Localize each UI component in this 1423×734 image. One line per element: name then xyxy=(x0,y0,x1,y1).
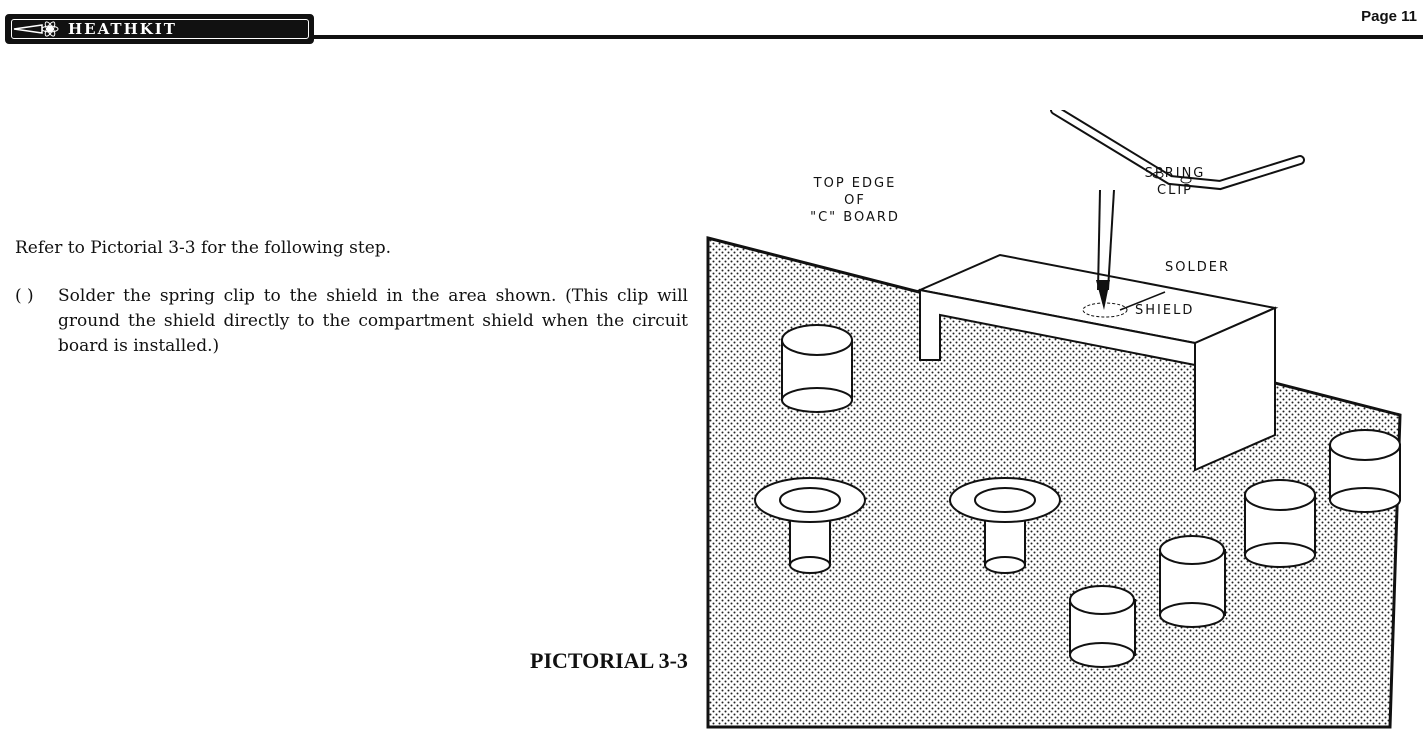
coil-can xyxy=(1244,479,1316,568)
label-spring-clip: SPRING CLIP xyxy=(1130,165,1220,199)
label-line: OF xyxy=(844,193,866,208)
coil-can xyxy=(781,324,853,413)
arrow-line xyxy=(1097,189,1101,291)
label-line: CLIP xyxy=(1157,183,1193,198)
coil-can xyxy=(754,477,866,574)
pictorial-illustration xyxy=(706,110,1402,729)
spring-clip xyxy=(1050,110,1305,311)
heathkit-logo: HEATHKIT xyxy=(5,14,314,44)
arrow-head xyxy=(1096,280,1110,310)
coil-cans xyxy=(754,324,1401,668)
logo-frame: HEATHKIT xyxy=(11,19,309,39)
coil-can xyxy=(1159,535,1226,628)
label-line: TOP EDGE xyxy=(813,176,897,191)
label-line: SPRING xyxy=(1144,166,1206,181)
step-item: ( ) Solder the spring clip to the shield… xyxy=(15,284,695,359)
page-number: Page 11 xyxy=(1361,8,1417,25)
logo-text: HEATHKIT xyxy=(68,20,177,38)
label-top-edge: TOP EDGE OF "C" BOARD xyxy=(790,175,920,226)
solder-leader-line xyxy=(1119,291,1166,311)
intro-text: Refer to Pictorial 3-3 for the following… xyxy=(15,238,392,258)
step-text: Solder the spring clip to the shield in … xyxy=(58,286,688,356)
label-shield: SHIELD xyxy=(1135,303,1195,318)
coil-can xyxy=(1069,585,1136,668)
shield xyxy=(916,253,1279,472)
coil-can xyxy=(1329,429,1401,513)
step-checkbox[interactable]: ( ) xyxy=(15,286,34,306)
atom-rocket-icon xyxy=(13,21,59,37)
label-solder: SOLDER xyxy=(1165,260,1230,275)
label-line: "C" BOARD xyxy=(810,210,900,225)
coil-can xyxy=(949,477,1061,574)
header-rule xyxy=(310,35,1423,39)
figure-caption: PICTORIAL 3-3 xyxy=(530,648,688,673)
